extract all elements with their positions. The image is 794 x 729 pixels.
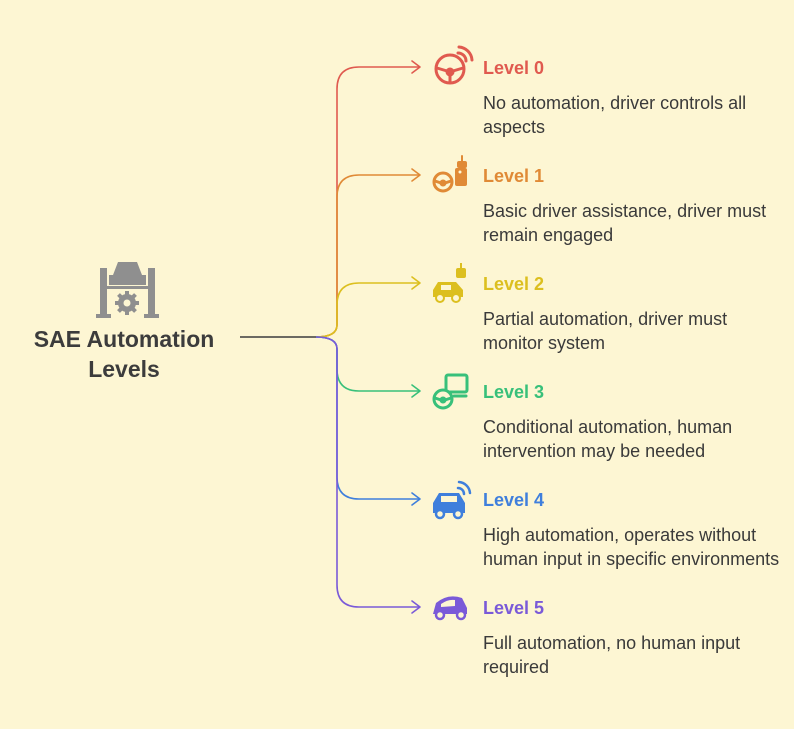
branch-connectors: [315, 60, 421, 614]
branch-arrowhead-level-0: [411, 60, 421, 74]
level-2-node: Level 2 Partial automation, driver must …: [483, 273, 783, 355]
branch-connector-level-5: [315, 336, 420, 608]
branch-arrowhead-level-3: [411, 384, 421, 398]
root-title-line-1: SAE Automation: [33, 326, 215, 352]
level-0-title: Level 0: [483, 58, 545, 78]
branch-connector-level-4: [315, 336, 420, 500]
branch-connector-level-2: [315, 282, 420, 338]
level-4-description: High automation, operates without human …: [483, 525, 780, 569]
steering-wheel-robot-icon: [432, 155, 467, 193]
branch-connector-level-0: [315, 66, 420, 338]
level-1-node: Level 1 Basic driver assistance, driver …: [483, 165, 783, 247]
car-robot-icon: [433, 263, 466, 303]
branch-arrowhead-level-2: [411, 276, 421, 290]
root-title-line-2: Levels: [88, 356, 160, 382]
autonomous-pod-car-icon: [433, 596, 467, 621]
level-3-node: Level 3 Conditional automation, human in…: [483, 381, 783, 463]
level-4-node: Level 4 High automation, operates withou…: [483, 489, 783, 571]
level-0-description: No automation, driver controls all aspec…: [483, 93, 747, 137]
car-wireless-icon: [433, 480, 472, 520]
steering-wheel-screen-icon: [432, 373, 469, 410]
branch-connector-level-3: [315, 336, 420, 392]
level-5-title: Level 5: [483, 598, 545, 618]
level-3-description: Conditional automation, human interventi…: [483, 417, 733, 461]
root-title: SAE Automation Levels: [24, 324, 224, 384]
steering-wheel-wireless-icon: [434, 45, 474, 85]
branch-arrowhead-level-4: [411, 492, 421, 506]
level-2-description: Partial automation, driver must monitor …: [483, 309, 728, 353]
level-2-title: Level 2: [483, 274, 545, 294]
car-lift-gear-icon: [96, 262, 159, 318]
level-1-description: Basic driver assistance, driver must rem…: [483, 201, 767, 245]
level-5-node: Level 5 Full automation, no human input …: [483, 597, 783, 679]
level-3-title: Level 3: [483, 382, 545, 402]
level-1-title: Level 1: [483, 166, 545, 186]
branch-connector-level-1: [315, 174, 420, 338]
branch-arrowhead-level-1: [411, 168, 421, 182]
level-5-description: Full automation, no human input required: [483, 633, 741, 677]
level-4-title: Level 4: [483, 490, 545, 510]
level-0-node: Level 0 No automation, driver controls a…: [483, 57, 783, 139]
branch-arrowhead-level-5: [411, 600, 421, 614]
